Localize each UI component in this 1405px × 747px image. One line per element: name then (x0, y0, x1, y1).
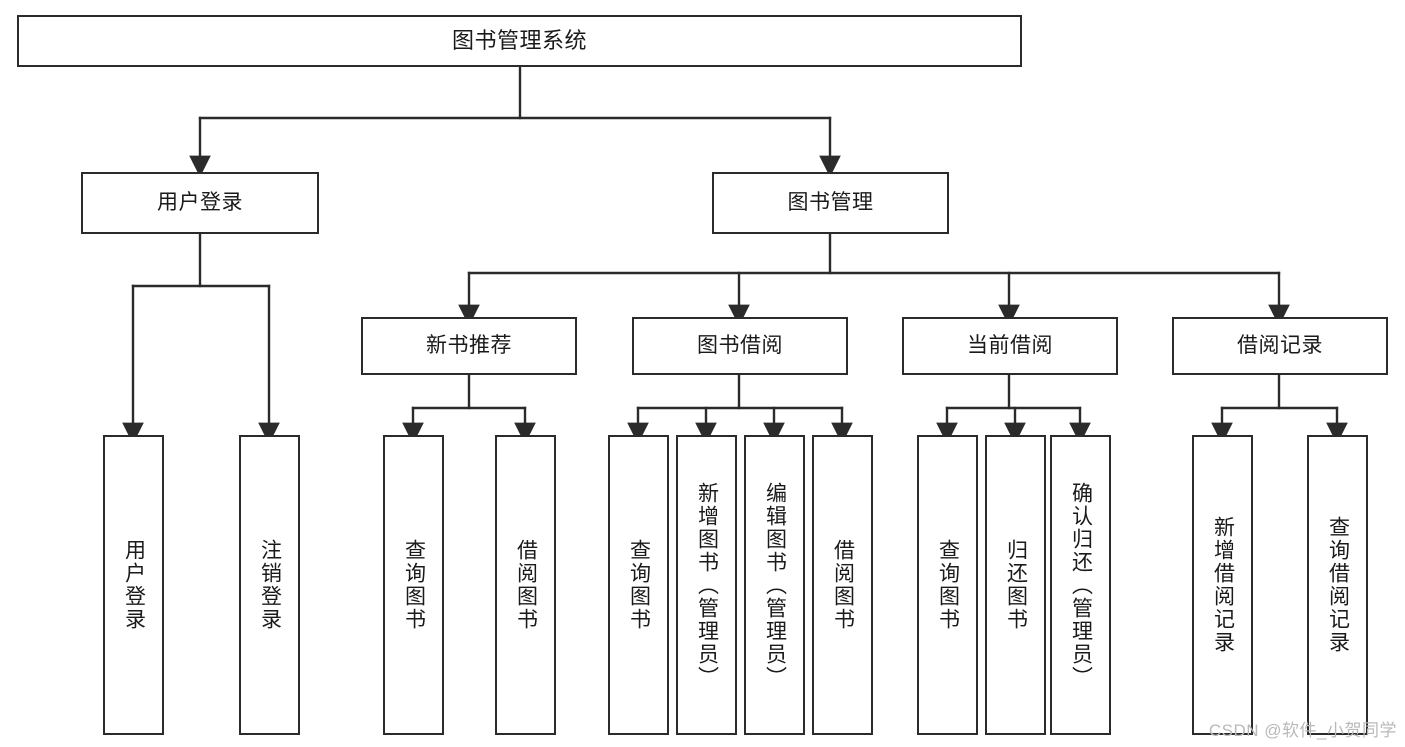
leaf-current-query-book[interactable]: 查询图书 (917, 435, 978, 735)
node-label: 借阅记录 (1237, 333, 1323, 357)
leaf-newbook-query-book[interactable]: 查询图书 (383, 435, 444, 735)
node-borrow-record[interactable]: 借阅记录 (1172, 317, 1388, 375)
leaf-borrow-lend-book[interactable]: 借阅图书 (812, 435, 873, 735)
node-label: 图书借阅 (697, 333, 783, 357)
node-label: 查询借阅记录 (1326, 516, 1350, 654)
node-label: 新书推荐 (426, 333, 512, 357)
node-book-management[interactable]: 图书管理 (712, 172, 949, 234)
leaf-borrow-query-book[interactable]: 查询图书 (608, 435, 669, 735)
leaf-user-login[interactable]: 用户登录 (103, 435, 164, 735)
node-label: 用户登录 (122, 539, 146, 631)
node-label: 借阅图书 (831, 539, 855, 631)
node-new-book-recommend[interactable]: 新书推荐 (361, 317, 577, 375)
leaf-borrow-add-book-admin[interactable]: 新增图书（管理员） (676, 435, 737, 735)
leaf-current-confirm-return-admin[interactable]: 确认归还（管理员） (1050, 435, 1111, 735)
node-label: 当前借阅 (967, 333, 1053, 357)
leaf-record-query-record[interactable]: 查询借阅记录 (1307, 435, 1368, 735)
leaf-current-return-book[interactable]: 归还图书 (985, 435, 1046, 735)
node-label: 归还图书 (1004, 539, 1028, 631)
node-user-login[interactable]: 用户登录 (81, 172, 319, 234)
leaf-record-add-record[interactable]: 新增借阅记录 (1192, 435, 1253, 735)
node-label: 编辑图书（管理员） (763, 481, 787, 689)
node-label: 新增图书（管理员） (695, 481, 719, 689)
leaf-user-logout[interactable]: 注销登录 (239, 435, 300, 735)
node-label: 查询图书 (936, 539, 960, 631)
node-label: 用户登录 (157, 190, 243, 214)
csdn-watermark: CSDN @软件_小贺同学 (1208, 721, 1397, 740)
node-label: 查询图书 (627, 539, 651, 631)
node-label: 图书管理 (787, 190, 874, 214)
node-current-borrow[interactable]: 当前借阅 (902, 317, 1118, 375)
node-label: 借阅图书 (514, 539, 538, 631)
leaf-borrow-edit-book-admin[interactable]: 编辑图书（管理员） (744, 435, 805, 735)
node-root-system[interactable]: 图书管理系统 (17, 15, 1022, 67)
node-label: 查询图书 (402, 539, 426, 631)
leaf-newbook-borrow-book[interactable]: 借阅图书 (495, 435, 556, 735)
node-label: 新增借阅记录 (1211, 516, 1235, 654)
node-book-borrow[interactable]: 图书借阅 (632, 317, 848, 375)
node-label: 注销登录 (258, 539, 282, 631)
node-label: 图书管理系统 (451, 28, 587, 54)
node-label: 确认归还（管理员） (1069, 481, 1093, 689)
